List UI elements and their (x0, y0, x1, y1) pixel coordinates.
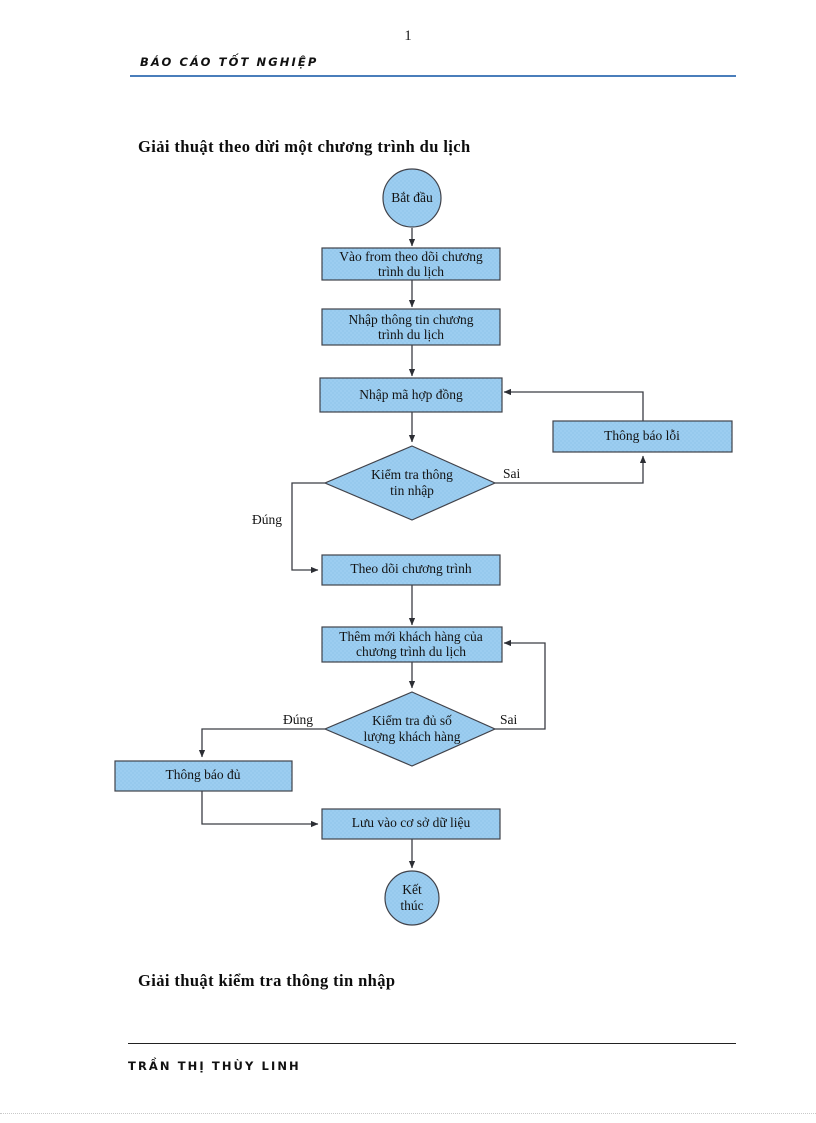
node-end-label-1: Kết (402, 882, 422, 897)
connector-check2-full (198, 728, 325, 758)
node-check1-label-1: Kiểm tra thông (371, 467, 453, 482)
footer-rule (128, 1043, 736, 1044)
edge-label-sai-2: Sai (500, 712, 518, 727)
node-check2-label-1: Kiểm tra đủ số (372, 713, 452, 728)
node-start[interactable]: Bắt đầu (382, 168, 442, 228)
node-check2[interactable]: Kiểm tra đủ số lượng khách hàng (323, 691, 497, 767)
connector-full-save (201, 791, 319, 828)
node-save-label: Lưu vào cơ sở dữ liệu (352, 815, 471, 830)
footer-author: TRẦN THỊ THÙY LINH (128, 1059, 301, 1073)
figure-caption: Giải thuật kiểm tra thông tin nhập (138, 971, 396, 990)
node-contract-label: Nhập mã hợp đồng (359, 387, 463, 402)
node-save[interactable]: Lưu vào cơ sở dữ liệu (321, 808, 501, 840)
node-check2-label-2: lượng khách hàng (364, 729, 461, 744)
connector-check1-error (495, 455, 647, 484)
connector-check1-track (291, 482, 325, 574)
node-input-label-1: Nhập thông tin chương (348, 312, 473, 327)
connector-check2-addcust (495, 639, 546, 730)
node-track-label: Theo dõi chương trình (350, 561, 472, 576)
node-full[interactable]: Thông báo đủ (114, 760, 293, 792)
node-addcust-label-2: chương trình du lịch (356, 644, 466, 659)
node-input-label-2: trình du lịch (378, 327, 444, 342)
node-input[interactable]: Nhập thông tin chương trình du lịch (321, 308, 501, 346)
node-check1-label-2: tin nhập (390, 483, 434, 498)
header-title: BÁO CÁO TỐT NGHIỆP (140, 55, 319, 69)
node-contract[interactable]: Nhập mã hợp đồng (319, 377, 503, 413)
node-start-label: Bắt đầu (391, 190, 433, 205)
node-end[interactable]: Kết thúc (384, 870, 440, 926)
node-form-label-2: trình du lịch (378, 264, 444, 279)
flowchart: Bắt đầu Vào from theo dõi chương trình d… (0, 160, 816, 950)
edge-label-dung-2: Đúng (283, 712, 313, 727)
page-number: 1 (404, 28, 412, 44)
node-end-label-2: thúc (400, 898, 423, 913)
node-track[interactable]: Theo dõi chương trình (321, 554, 501, 586)
node-error[interactable]: Thông báo lỗi (552, 420, 733, 453)
edge-label-dung-1: Đúng (252, 512, 282, 527)
node-addcust-label-1: Thêm mới khách hàng của (339, 629, 483, 644)
header-rule (130, 75, 736, 77)
node-full-label: Thông báo đủ (166, 767, 241, 782)
connector-error-contract (503, 388, 644, 421)
page-edge-strip (0, 1113, 816, 1115)
node-form-label-1: Vào from theo dõi chương (339, 249, 483, 264)
node-addcust[interactable]: Thêm mới khách hàng của chương trình du … (321, 626, 503, 663)
edge-label-sai-1: Sai (503, 466, 521, 481)
figure-title: Giải thuật theo dừi một chương trình du … (138, 137, 471, 156)
node-check1[interactable]: Kiểm tra thông tin nhập (323, 445, 497, 521)
node-error-label: Thông báo lỗi (604, 428, 680, 443)
node-form[interactable]: Vào from theo dõi chương trình du lịch (321, 247, 501, 281)
